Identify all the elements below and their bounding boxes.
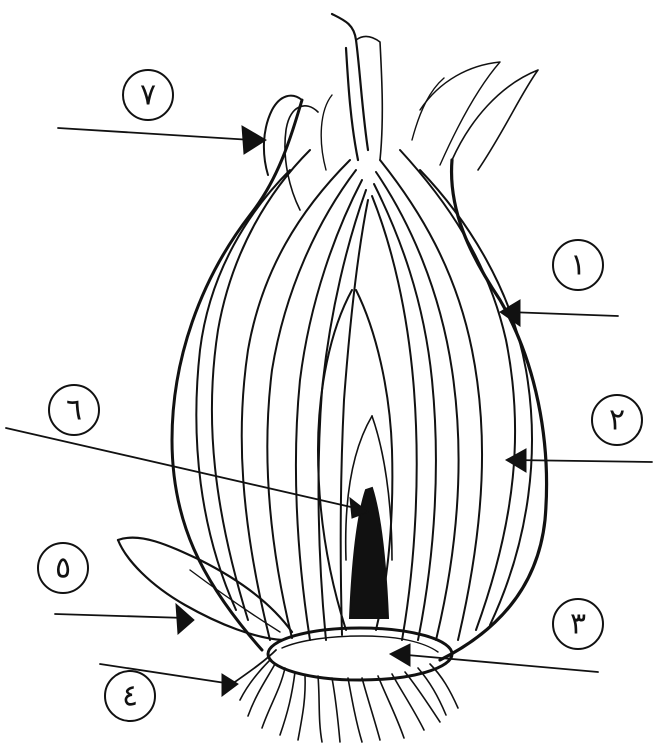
label-2: ٢ — [592, 395, 642, 445]
label-5-text: ٥ — [55, 551, 71, 586]
label-7-text: ٧ — [140, 78, 156, 113]
label-1: ١ — [553, 240, 603, 290]
label-6-text: ٦ — [66, 393, 82, 428]
label-3-text: ٣ — [570, 607, 586, 642]
arrowhead-2 — [506, 449, 526, 472]
label-6: ٦ — [49, 385, 99, 435]
label-7: ٧ — [123, 70, 173, 120]
label-4-text: ٤ — [122, 679, 138, 714]
label-1-text: ١ — [570, 248, 586, 283]
label-5: ٥ — [38, 543, 88, 593]
label-2-text: ٢ — [609, 403, 625, 438]
basal-stem-plate — [268, 628, 452, 680]
arrowhead-3 — [390, 644, 410, 666]
arrowhead-7 — [242, 126, 266, 154]
arrowhead-4 — [222, 674, 238, 696]
label-3: ٣ — [553, 599, 603, 649]
label-4: ٤ — [105, 671, 155, 721]
